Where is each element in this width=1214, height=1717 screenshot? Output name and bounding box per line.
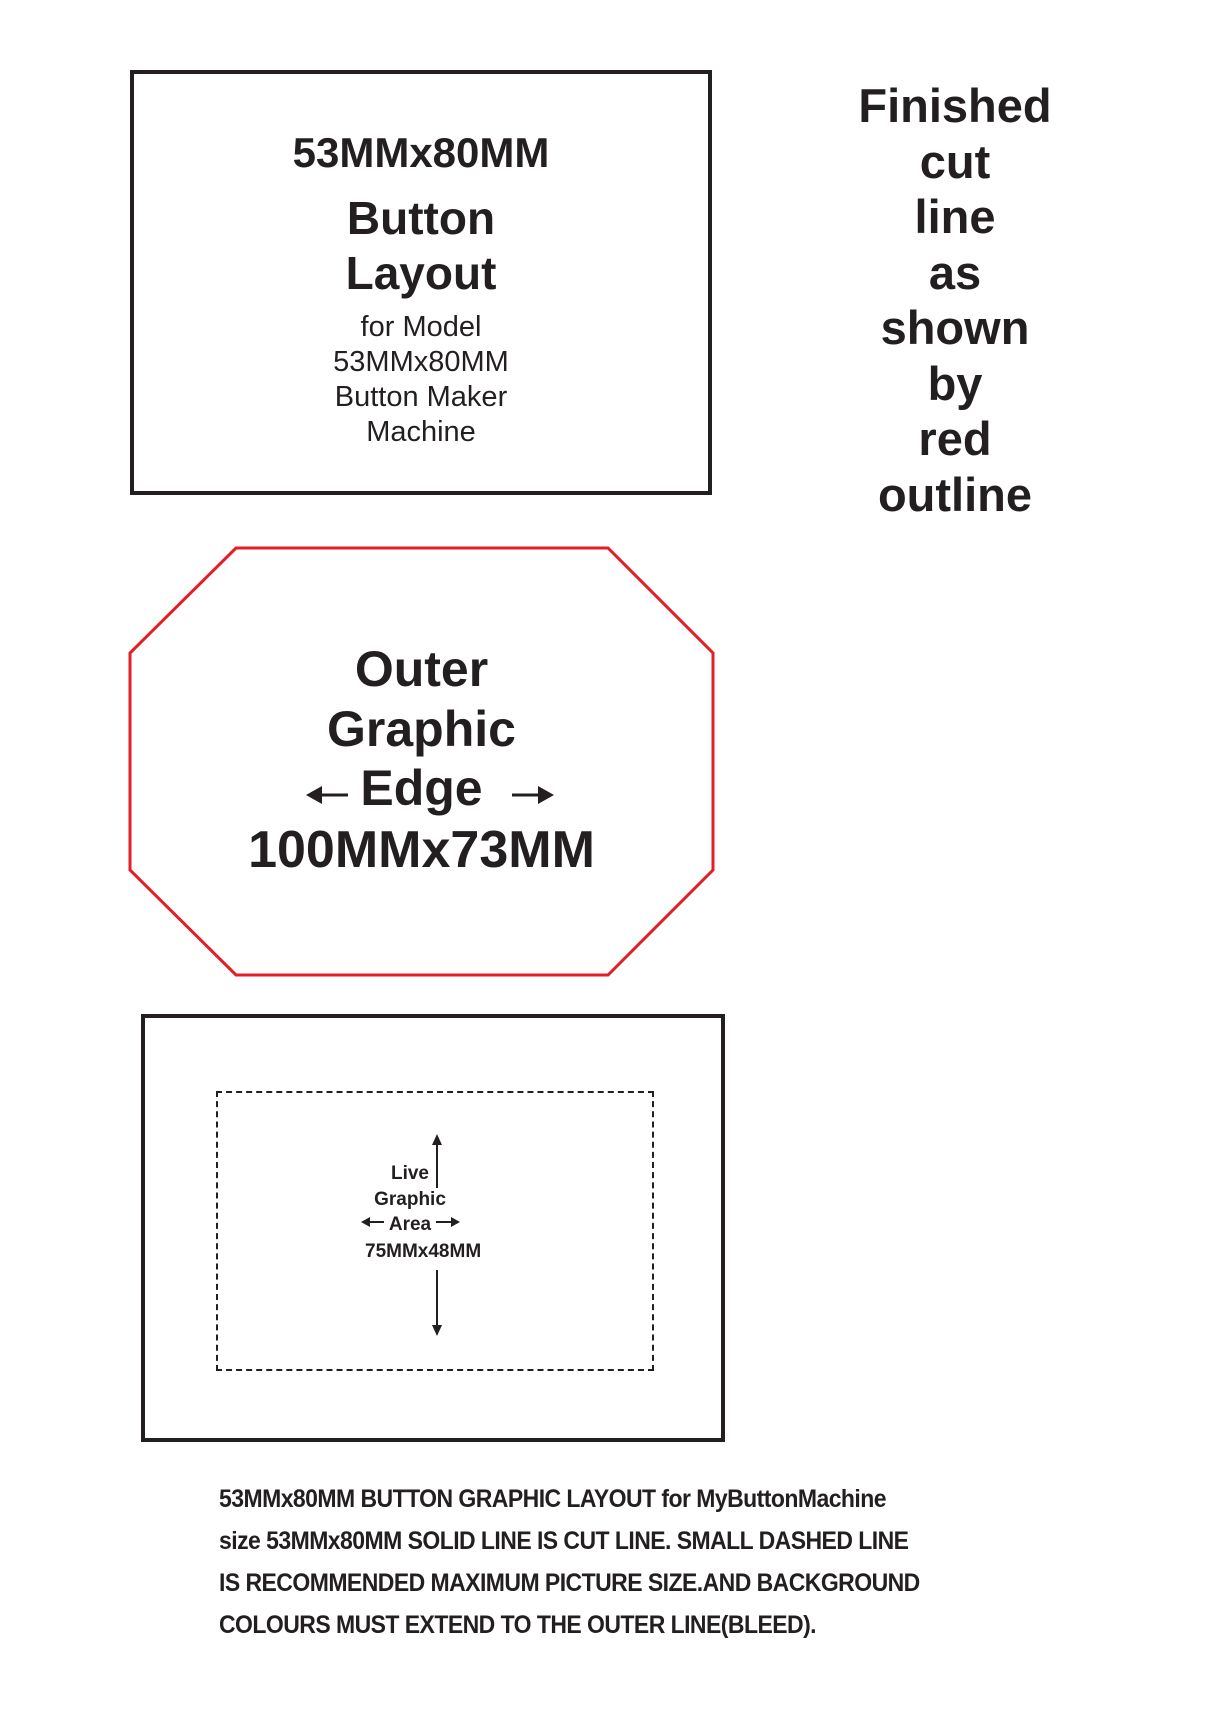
top-box-title: 53MMx80MM xyxy=(292,129,550,176)
edge-left-arrow-icon xyxy=(306,786,348,804)
top-box-sub-line2: 53MMx80MM xyxy=(333,346,509,378)
top-layout-box: 53MMx80MM Button Layout for Model 53MMx8… xyxy=(130,70,712,495)
live-area-label-line4: 75MMx48MM xyxy=(365,1241,482,1262)
note-line: outline xyxy=(877,467,1033,521)
live-area-right-arrow-icon xyxy=(436,1217,460,1227)
outer-graphic-edge-octagon xyxy=(128,546,715,977)
note-line: by xyxy=(927,356,983,410)
octagon-label-line1: Outer xyxy=(354,641,489,697)
top-box-sub-line1: for Model xyxy=(360,311,482,343)
live-area-up-arrow-icon xyxy=(432,1134,442,1188)
layout-instructions: 53MMx80MM BUTTON GRAPHIC LAYOUT for MyBu… xyxy=(219,1478,1029,1646)
top-box-heading-line1: Button xyxy=(346,192,496,244)
note-line: red xyxy=(918,412,992,465)
instructions-line2: size 53MMx80MM SOLID LINE IS CUT LINE. S… xyxy=(219,1527,909,1555)
octagon-label-line3: Edge xyxy=(360,760,483,816)
note-line: line xyxy=(914,190,996,243)
live-area-label-line3: Area xyxy=(388,1214,432,1235)
octagon-label-line4: 100MMx73MM xyxy=(248,821,595,879)
live-area-down-arrow-icon xyxy=(432,1270,442,1336)
instructions-line4: COLOURS MUST EXTEND TO THE OUTER LINE(BL… xyxy=(219,1611,817,1639)
octagon-label-line2: Graphic xyxy=(327,701,516,757)
top-box-sub-line3: Button Maker xyxy=(334,381,508,413)
note-line: shown xyxy=(880,301,1030,354)
live-graphic-area-dashed-box xyxy=(216,1091,654,1371)
note-line: cut xyxy=(919,134,991,188)
live-area-label-line1: Live xyxy=(390,1163,430,1184)
instructions-line3: IS RECOMMENDED MAXIMUM PICTURE SIZE.AND … xyxy=(219,1569,920,1597)
finished-cut-line-note: Finished cut line as shown by red outlin… xyxy=(830,78,1080,522)
top-box-sub-line4: Machine xyxy=(366,416,476,448)
note-line: Finished xyxy=(858,79,1052,132)
live-area-label-line2: Graphic xyxy=(374,1189,446,1210)
note-line: as xyxy=(928,245,982,299)
live-area-left-arrow-icon xyxy=(361,1217,384,1227)
top-box-heading-line2: Layout xyxy=(345,247,497,299)
instructions-line1: 53MMx80MM BUTTON GRAPHIC LAYOUT for MyBu… xyxy=(219,1485,887,1513)
cut-line-box xyxy=(141,1014,725,1442)
edge-right-arrow-icon xyxy=(512,786,554,804)
